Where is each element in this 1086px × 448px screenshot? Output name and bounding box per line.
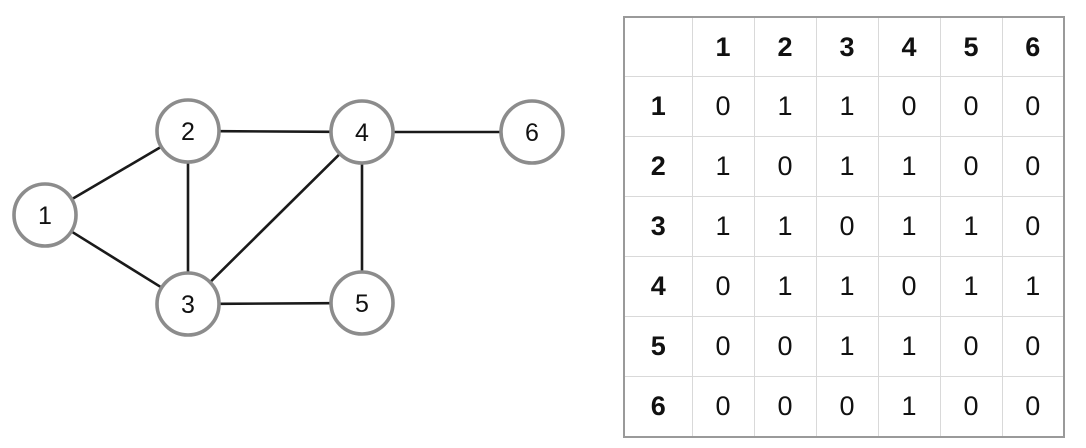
graph-node-6[interactable]: 6 [499,99,565,165]
matrix-cell-1-3: 1 [815,76,879,137]
matrix-cell-1-2: 1 [753,76,817,137]
matrix-cell-1-4: 0 [877,76,941,137]
node-label-4: 4 [355,119,369,147]
matrix-cell-3-6: 0 [1001,195,1065,257]
graph-edge-3-5 [220,301,330,306]
node-circle-6 [499,99,565,165]
matrix-column-header-3: 3 [815,16,879,77]
node-label-6: 6 [525,119,539,147]
matrix-cell-3-2: 1 [753,195,817,257]
matrix-cell-2-2: 0 [753,135,817,197]
node-label-3: 3 [181,291,195,319]
node-circle-5 [329,270,395,336]
matrix-cell-6-5: 0 [939,375,1003,438]
matrix-row-header-2: 2 [623,135,693,197]
matrix-cell-1-6: 0 [1001,76,1065,137]
matrix-cell-5-3: 1 [815,315,879,377]
matrix-cell-4-4: 0 [877,255,941,317]
matrix-column-header-5: 5 [939,16,1003,77]
edge-layer [71,129,500,306]
matrix-cell-2-5: 0 [939,135,1003,197]
matrix-cell-2-6: 0 [1001,135,1065,197]
matrix-cell-6-3: 0 [815,375,879,438]
matrix-cell-3-3: 0 [815,195,879,257]
matrix-column-header-4: 4 [877,16,941,77]
matrix-cell-2-4: 1 [877,135,941,197]
matrix-cell-2-1: 1 [691,135,755,197]
matrix-cell-5-2: 0 [753,315,817,377]
node-circle-1 [12,182,78,248]
matrix-column-header-1: 1 [691,16,755,77]
matrix-cell-1-5: 0 [939,76,1003,137]
node-label-2: 2 [181,118,195,146]
matrix-cell-1-1: 0 [691,76,755,137]
matrix-cell-6-2: 0 [753,375,817,438]
matrix-row-header-4: 4 [623,255,693,317]
matrix-cell-6-6: 0 [1001,375,1065,438]
matrix-cell-2-3: 1 [815,135,879,197]
matrix-column-header-2: 2 [753,16,817,77]
matrix-column-header-6: 6 [1001,16,1065,77]
graph-diagram: 1 2 3 4 5 6 [12,98,565,337]
graph-edge-1-2 [72,146,161,200]
graph-node-2[interactable]: 2 [155,98,221,164]
node-circle-2 [155,98,221,164]
graph-node-5[interactable]: 5 [329,270,395,336]
matrix-corner-cell [623,16,693,77]
matrix-cell-5-1: 0 [691,315,755,377]
matrix-cell-4-3: 1 [815,255,879,317]
matrix-cell-3-4: 1 [877,195,941,257]
matrix-cell-4-5: 1 [939,255,1003,317]
node-label-5: 5 [355,290,369,318]
matrix-cell-5-5: 0 [939,315,1003,377]
graph-edge-2-4 [220,129,330,134]
matrix-row-header-3: 3 [623,195,693,257]
graph-edge-1-3 [71,231,162,288]
matrix-cell-5-6: 0 [1001,315,1065,377]
matrix-cell-5-4: 1 [877,315,941,377]
matrix-cell-3-1: 1 [691,195,755,257]
node-circle-3 [155,271,221,337]
node-label-1: 1 [38,202,52,230]
matrix-row-header-1: 1 [623,76,693,137]
graph-node-3[interactable]: 3 [155,271,221,337]
graph-node-1[interactable]: 1 [12,182,78,248]
matrix-cell-6-4: 1 [877,375,941,438]
node-layer: 1 2 3 4 5 6 [12,98,565,337]
matrix-cell-6-1: 0 [691,375,755,438]
matrix-row-header-5: 5 [623,315,693,377]
node-circle-4 [329,99,395,165]
graph-canvas: 1 2 3 4 5 6 [12,98,565,337]
matrix-cell-4-1: 0 [691,255,755,317]
matrix-cell-4-2: 1 [753,255,817,317]
matrix-row-header-6: 6 [623,375,693,438]
matrix-cell-4-6: 1 [1001,255,1065,317]
graph-edge-3-4 [210,153,340,283]
graph-node-4[interactable]: 4 [329,99,395,165]
matrix-cell-3-5: 1 [939,195,1003,257]
